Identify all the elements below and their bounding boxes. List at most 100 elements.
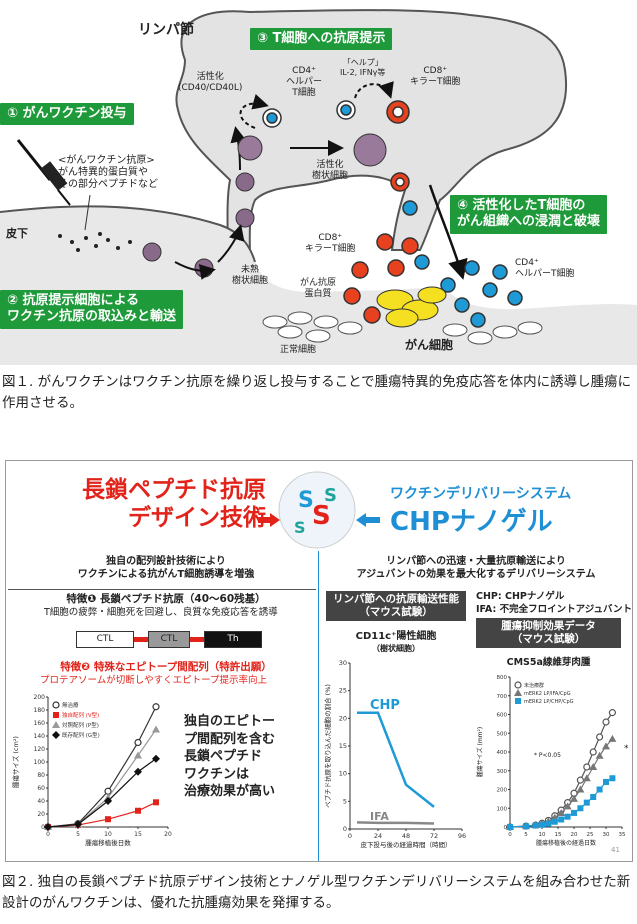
svg-text:S: S: [312, 501, 331, 531]
x-tick-label: 0: [348, 832, 352, 840]
data-point: [104, 787, 112, 795]
segment-th: Th: [204, 631, 262, 648]
data-point: [583, 799, 590, 806]
y-tick-label: 140: [34, 733, 46, 740]
data-point: [595, 733, 604, 741]
immature-dc-label: 未熟樹状細胞: [232, 265, 269, 286]
vaccine-antigen-dots: [58, 232, 132, 252]
y-tick-label: 5: [343, 797, 347, 805]
normal-cells: [262, 311, 543, 345]
annotation-pvalue: * P<0.05: [534, 752, 561, 759]
data-point: [539, 821, 545, 828]
feature2: 特徴❷ 特殊なエピトープ間配列（特許出願）: [60, 661, 272, 673]
data-point: [576, 776, 585, 784]
data-point: [571, 809, 577, 816]
feature2-desc: プロテアソームが切断しやすくエピトープ提示率向上: [40, 675, 268, 686]
x-tick-label: 5: [76, 831, 80, 838]
legend-label: mERK2 LP/CHP/CpG: [524, 699, 574, 705]
step2-label: ② 抗原提示細胞によるワクチン抗原の取込みと輸送: [0, 290, 184, 329]
data-point: [602, 718, 610, 726]
y-tick-label: 60: [37, 785, 45, 792]
x-tick-label: 15: [555, 832, 562, 838]
data-point: [105, 816, 111, 823]
data-point: [152, 754, 160, 763]
cancer-cells-label: がん細胞: [405, 338, 454, 352]
svg-text:S: S: [324, 485, 337, 506]
data-point: [532, 822, 539, 829]
data-point: [153, 799, 159, 806]
data-point: [596, 786, 603, 793]
data-point: [523, 823, 529, 830]
data-point: [589, 748, 597, 756]
x-tick-label: 35: [619, 832, 626, 838]
data-point: [583, 763, 591, 771]
data-point: [603, 779, 609, 785]
cd8-killer-label: CD8⁺キラーT細胞: [410, 66, 461, 87]
data-point: [558, 816, 565, 823]
data-point: [551, 818, 558, 825]
data-point: [590, 794, 597, 800]
legend-marker: [53, 712, 59, 718]
y-axis-label: 腫瘍サイズ (mm²): [476, 727, 484, 778]
data-point: [582, 774, 591, 782]
t-cell-helper: [262, 100, 356, 128]
left-subtitle: 独自の配列設計技術によりワクチンによる抗がんT細胞誘導を増強: [77, 556, 255, 580]
left-note: 独自のエピトープ間配列を含む長鎖ペプチドワクチンは治療効果が高い: [184, 714, 276, 800]
legend-label: 独自配列 (V型): [62, 711, 99, 719]
vaccine-antigen-label: <がんワクチン抗原>がん特異的蛋白質やその部分ペプチドなど: [58, 155, 158, 190]
legend-marker: [52, 701, 60, 709]
data-point: [602, 742, 610, 750]
help-label: 「ヘルプ」IL-2, IFNγ等: [340, 58, 386, 77]
y-tick-label: 700: [497, 694, 508, 700]
legend-marker: [514, 689, 522, 696]
lymph-node-title: リンパ節: [138, 22, 194, 38]
chp-def: CHP: CHPナノゲル: [476, 591, 565, 602]
y-axis-label: ペプチド抗原を取り込んだ細胞の割合 (%): [323, 684, 332, 808]
series-line: [357, 711, 435, 808]
y-tick-label: 20: [37, 811, 45, 818]
right-chart-title: CMS5a線維芽肉腫: [506, 657, 591, 668]
y-tick-label: 20: [339, 714, 347, 722]
data-point: [608, 734, 617, 742]
subcutaneous-label: 皮下: [6, 227, 28, 240]
data-point: [577, 805, 584, 812]
y-tick-label: 120: [34, 746, 46, 753]
y-tick-label: 100: [497, 806, 508, 812]
y-tick-label: 200: [34, 694, 46, 701]
y-tick-label: 300: [497, 769, 508, 775]
y-tick-label: 40: [37, 798, 45, 805]
svg-text:S: S: [294, 518, 306, 537]
normal-cells-label: 正常細胞: [280, 345, 317, 355]
x-tick-label: 24: [374, 832, 382, 840]
data-point: [507, 824, 513, 830]
data-point: [74, 820, 82, 829]
legend-label: 対照配列 (P型): [62, 721, 99, 729]
series-label-ifa: IFA: [370, 810, 389, 823]
arrow-right-icon: [258, 513, 280, 527]
data-point: [557, 808, 566, 816]
cd8-killer2-label: CD8⁺キラーT細胞: [305, 233, 356, 254]
t-cell-killer: [386, 100, 418, 216]
x-axis-label: 腫瘍移植後日数: [85, 838, 131, 847]
y-tick-label: 800: [497, 675, 508, 681]
x-tick-label: 72: [430, 832, 438, 840]
data-point: [152, 703, 160, 711]
y-axis-label: 腫瘍サイズ (cm²): [11, 736, 20, 788]
x-tick-label: 5: [524, 832, 528, 838]
data-point: [134, 738, 142, 747]
data-point: [545, 820, 552, 827]
right-title-line2: CHPナノゲル: [390, 507, 553, 537]
mid-bar: リンパ節への抗原輸送性能（マウス試験）: [326, 591, 466, 622]
y-tick-label: 160: [34, 720, 46, 727]
right-title-line1: ワクチンデリバリーシステム: [390, 486, 572, 502]
right-subtitle: リンパ節への迅速・大量抗原輸送によりアジュバントの効果を最大化するデリバリーシス…: [356, 556, 596, 580]
legend-marker: [514, 681, 522, 689]
x-tick-label: 30: [603, 832, 610, 838]
y-tick-label: 0: [504, 825, 508, 831]
arrow-left-icon: [356, 513, 380, 527]
x-tick-label: 20: [164, 831, 172, 838]
